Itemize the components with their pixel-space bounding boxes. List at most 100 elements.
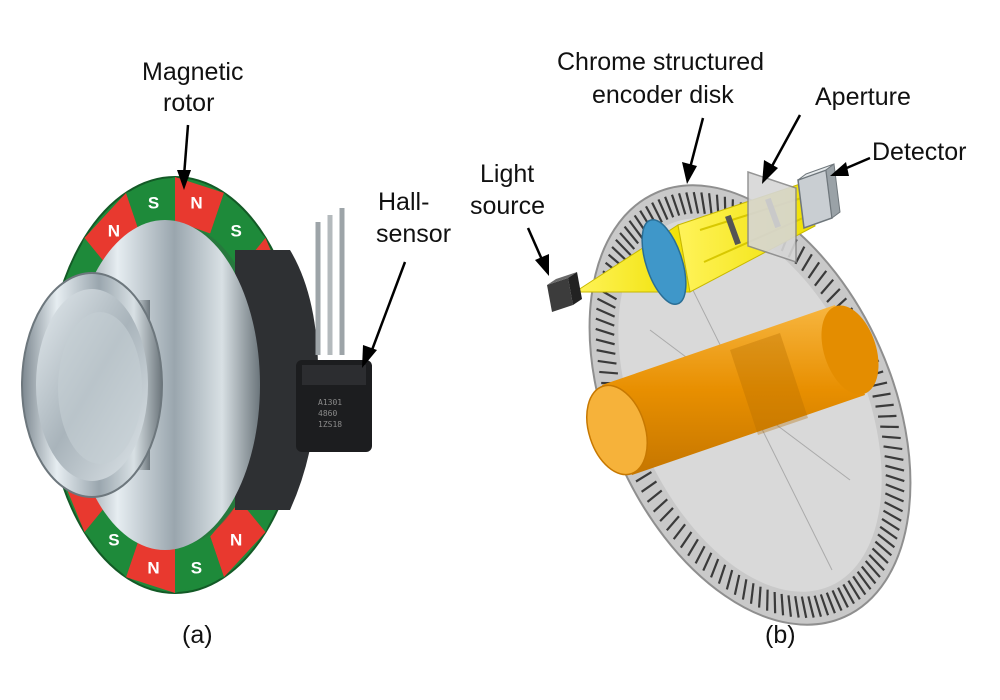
north-pole-letter: N [108, 221, 120, 240]
encoder-slot [670, 194, 681, 216]
encoder-slot [885, 483, 905, 493]
encoder-slot [651, 202, 663, 223]
arrowhead-encoder-disk [682, 162, 697, 184]
encoder-slot [717, 564, 727, 584]
light-source [547, 272, 582, 312]
encoder-slot [773, 591, 777, 614]
label-light-source-line2: source [470, 192, 545, 220]
encoder-slot [652, 498, 668, 513]
encoder-slot [672, 523, 686, 540]
aperture-plate [747, 170, 797, 264]
encoder-slot [640, 480, 658, 493]
encoder-slot [685, 192, 693, 214]
north-pole-segment [175, 177, 224, 234]
north-pole-segment [126, 536, 175, 593]
north-pole-letter: N [190, 194, 202, 213]
hall-sensor: A1301 4860 1ZS18 [296, 208, 372, 452]
encoder-slot [879, 525, 898, 540]
encoder-slot [881, 517, 900, 531]
encoder-slot [852, 575, 867, 596]
encoder-slot [700, 192, 706, 214]
encoder-slot [884, 501, 904, 513]
encoder-slot [725, 569, 734, 590]
arrowhead-magnetic-rotor [177, 170, 191, 190]
north-pole-segment [210, 500, 266, 578]
encoder-slot [619, 232, 636, 250]
encoder-slot [874, 540, 893, 557]
label-magnetic-rotor-line1: Magnetic [142, 58, 243, 86]
encoder-slot [847, 580, 861, 600]
south-pole-segment [84, 500, 140, 578]
label-hall-sensor-line2: sensor [376, 220, 451, 248]
encoder-slot [837, 587, 849, 608]
encoder-slot [710, 558, 720, 578]
south-pole-segment [175, 536, 224, 593]
encoder-slot [813, 595, 823, 617]
south-pole-letter: S [148, 194, 159, 213]
encoder-slot [831, 590, 843, 611]
steel-hub [21, 220, 260, 550]
encoder-slot [807, 596, 815, 618]
arrow-aperture [769, 114, 802, 169]
south-pole-segment [126, 177, 175, 234]
arrowhead-detector [830, 162, 849, 176]
encoder-slot [679, 531, 693, 549]
label-hall-sensor-line1: Hall- [378, 188, 429, 216]
encoder-slot [884, 455, 904, 461]
north-pole-letter: N [147, 558, 159, 577]
encoder-slot [884, 492, 905, 503]
lens [641, 219, 687, 305]
encoder-slot [615, 238, 632, 256]
encoder-slot [694, 545, 706, 564]
encoder-slot [595, 317, 615, 327]
panel-b: Chrome structured encoder disk Aperture … [470, 48, 966, 649]
encoder-slot [868, 554, 885, 572]
encoder-slot [800, 596, 808, 619]
encoder-slot [871, 547, 889, 564]
south-pole-segment [210, 192, 266, 270]
encoder-slot [794, 596, 800, 618]
arrowhead-aperture [762, 160, 778, 184]
arrow-light-source [526, 227, 545, 263]
encoder-slot [733, 574, 741, 596]
encoder-slot [787, 595, 793, 617]
encoder-slot [820, 278, 835, 295]
encoder-slot [842, 583, 855, 605]
encoder-slot [875, 403, 894, 408]
arrow-hall-sensor [370, 261, 407, 351]
south-pole-letter: S [108, 531, 119, 550]
encoder-slot [882, 509, 902, 522]
encoder-slot [819, 594, 830, 616]
encoder-slot [702, 552, 713, 572]
encoder-slot [665, 515, 680, 532]
encoder-slot [692, 191, 700, 214]
arrow-magnetic-rotor [182, 124, 190, 177]
chip-marking-3: 1ZS18 [318, 420, 342, 429]
encoder-slot [677, 193, 687, 215]
encoder-slot [707, 193, 713, 215]
arrowhead-hall-sensor [362, 345, 377, 368]
encoder-slot [856, 571, 872, 590]
encoder-slot [687, 538, 699, 557]
detector [797, 163, 841, 230]
encoder-slot [885, 474, 905, 483]
arrowhead-light-source [535, 254, 549, 276]
encoder-slot [646, 489, 663, 503]
label-detector: Detector [872, 138, 966, 166]
encoder-slot [794, 246, 806, 265]
encoder-slot [807, 261, 821, 279]
encoder-slot [864, 560, 881, 578]
caption-b: (b) [765, 621, 796, 649]
encoder-slot [657, 199, 669, 220]
label-encoder-disk-line1: Chrome structured [557, 48, 764, 76]
encoder-slot [664, 196, 675, 218]
chip-marking-2: 4860 [318, 409, 337, 418]
encoder-slot [860, 565, 877, 585]
label-encoder-disk-line2: encoder disk [592, 81, 734, 109]
label-magnetic-rotor-line2: rotor [163, 89, 214, 117]
encoder-slot [826, 288, 841, 303]
encoder-slot [814, 270, 828, 287]
encoder-slot [597, 359, 617, 365]
south-pole-letter: S [191, 558, 202, 577]
